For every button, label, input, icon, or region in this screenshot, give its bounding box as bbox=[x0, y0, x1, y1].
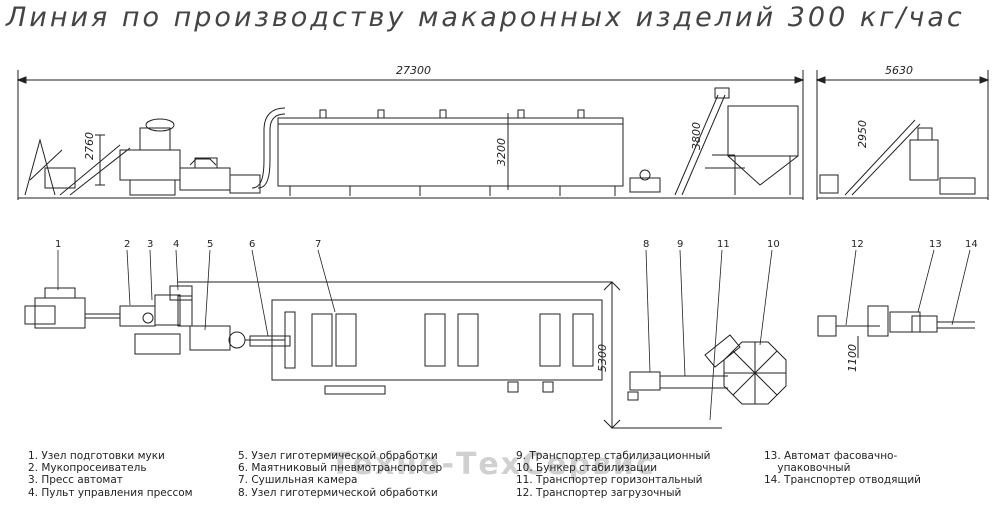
callout-7: 7 bbox=[315, 239, 321, 250]
side-stab-conveyor bbox=[629, 87, 735, 196]
plan-frame bbox=[178, 281, 722, 429]
legend-col-2: 5. Узел гиготермической обработки 6. Мая… bbox=[238, 450, 442, 499]
callout-13: 13 bbox=[929, 239, 942, 250]
dim-pack-height: 2950 bbox=[856, 120, 869, 148]
dim-dryer-height: 3200 bbox=[495, 138, 508, 166]
callout-4: 4 bbox=[173, 239, 179, 250]
dim-total-length-label: 27300 bbox=[396, 64, 431, 77]
callout-leaders bbox=[57, 249, 971, 421]
legend-item: 1. Узел подготовки муки bbox=[28, 450, 165, 462]
callout-5: 5 bbox=[207, 239, 213, 250]
side-press bbox=[119, 118, 261, 196]
callout-10: 10 bbox=[767, 239, 780, 250]
side-packing bbox=[819, 119, 976, 196]
legend-item: 12. Транспортер загрузочный bbox=[516, 486, 682, 499]
legend-col-4: 13. Автомат фасовачно- упаковочный 14. Т… bbox=[764, 450, 921, 487]
plan-packing bbox=[817, 305, 975, 358]
legend-item: упаковочный bbox=[764, 462, 851, 475]
legend-item: 13. Автомат фасовачно- bbox=[764, 450, 898, 462]
legend-item: 11. Транспортер горизонтальный bbox=[516, 474, 703, 487]
callout-3: 3 bbox=[147, 239, 153, 250]
watermark: Техно-ТехСервис bbox=[330, 447, 656, 482]
legend-col-3: 9. Транспортер стабилизационный 10. Бунк… bbox=[516, 450, 710, 499]
plan-unit-1 bbox=[24, 287, 120, 329]
legend-item: 7. Сушильная камера bbox=[238, 474, 358, 487]
legend-item: 6. Маятниковый пневмотранспортер bbox=[238, 462, 443, 475]
legend-item: 2. Мукопросеиватель bbox=[28, 462, 147, 475]
legend-col-1: 1. Узел подготовки муки 2. Мукопросеиват… bbox=[28, 450, 193, 499]
legend-item: 8. Узел гиготермической обработки bbox=[238, 486, 438, 499]
callout-1: 1 bbox=[55, 239, 61, 250]
legend-item: 14. Транспортер отводящий bbox=[764, 474, 921, 487]
dim-pack-length bbox=[815, 70, 990, 200]
side-pneumo-pipe bbox=[251, 107, 286, 189]
callout-11: 11 bbox=[717, 239, 730, 250]
diagram-title: Линия по производству макаронных изделий… bbox=[6, 2, 965, 33]
plan-dryer bbox=[271, 299, 603, 395]
side-flour-unit bbox=[24, 134, 131, 196]
dim-total-length bbox=[16, 70, 805, 200]
dim-pack-length-label: 5630 bbox=[885, 64, 913, 77]
callout-2: 2 bbox=[124, 239, 130, 250]
callout-14: 14 bbox=[965, 239, 978, 250]
side-dryer bbox=[277, 109, 624, 196]
dim-flour-height: 2760 bbox=[83, 132, 96, 160]
plan-unit-5 bbox=[189, 325, 285, 351]
plan-stab-conveyor bbox=[627, 371, 728, 401]
plan-pneumo bbox=[249, 335, 291, 347]
legend-item: 4. Пульт управления прессом bbox=[28, 486, 193, 499]
dim-conveyor-height: 3800 bbox=[690, 122, 703, 150]
legend-item: 10. Бункер стабилизации bbox=[516, 462, 658, 475]
plan-hopper bbox=[704, 334, 787, 405]
side-hopper bbox=[705, 105, 799, 195]
legend-item: 9. Транспортер стабилизационный bbox=[516, 450, 711, 462]
callout-12: 12 bbox=[851, 239, 864, 250]
callout-9: 9 bbox=[677, 239, 683, 250]
callout-6: 6 bbox=[249, 239, 255, 250]
dim-plan-width: 5300 bbox=[596, 344, 609, 372]
callout-8: 8 bbox=[643, 239, 649, 250]
legend-item: 5. Узел гиготермической обработки bbox=[238, 450, 438, 462]
dim-pack-width: 1100 bbox=[846, 344, 859, 372]
plan-press bbox=[119, 285, 193, 355]
legend-item: 3. Пресс автомат bbox=[28, 474, 123, 487]
